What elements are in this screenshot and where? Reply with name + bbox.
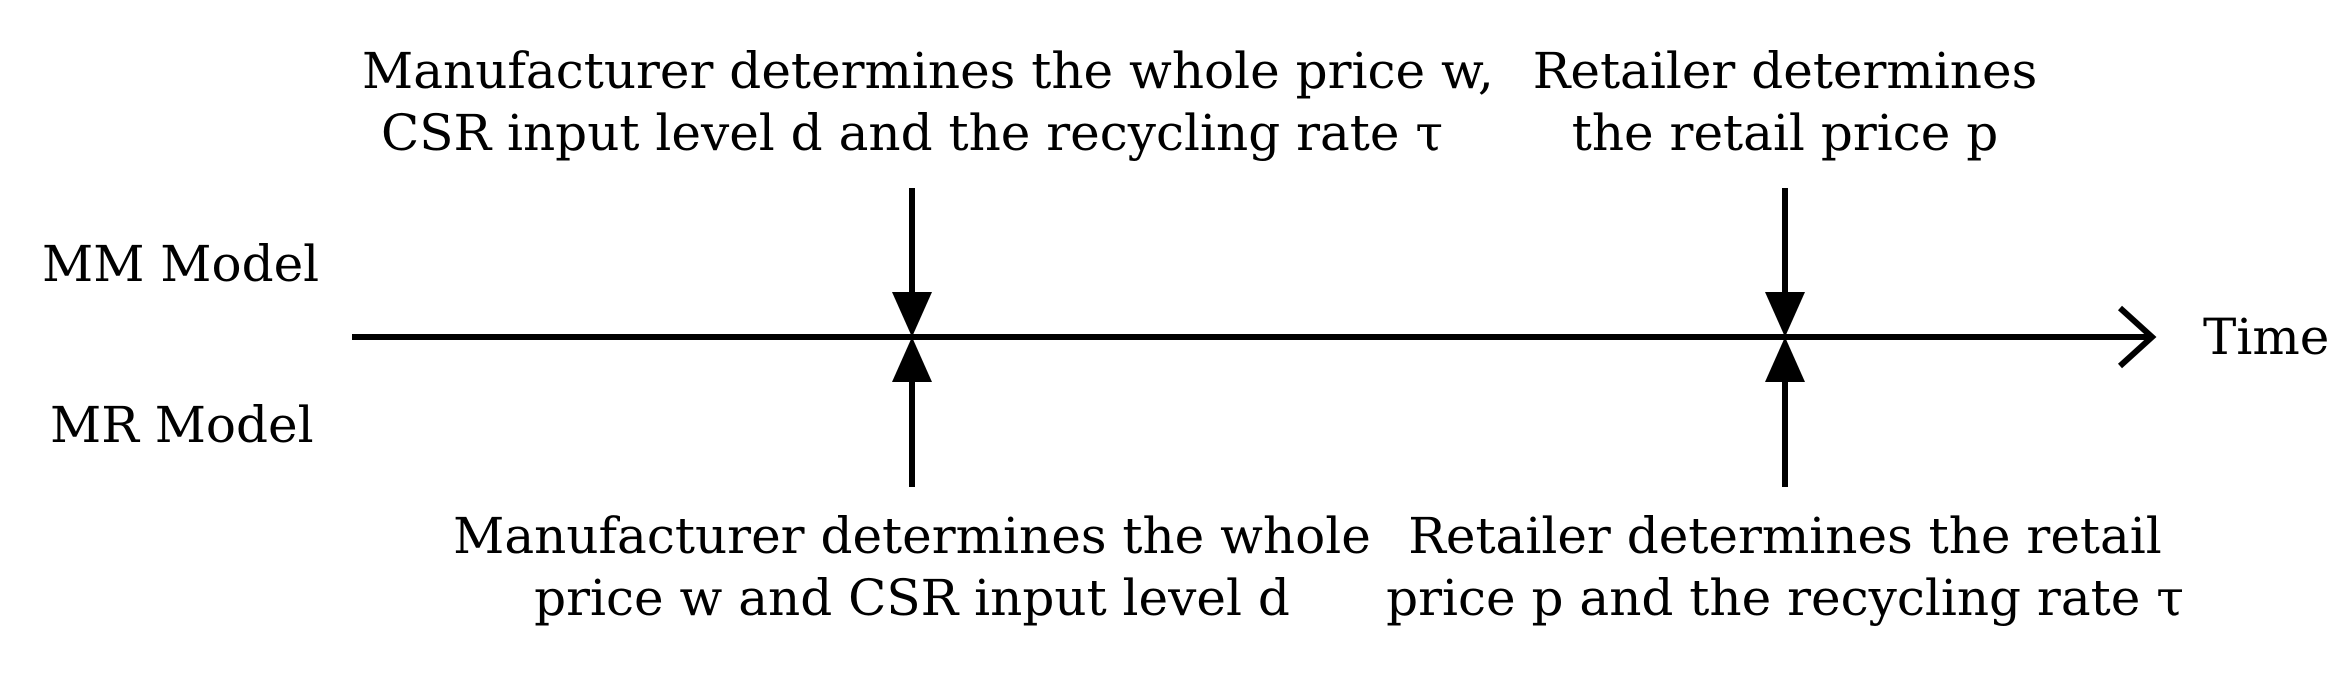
mr-model-label: MR Model bbox=[50, 396, 314, 454]
mr-retailer-event: Retailer determines the retail price p a… bbox=[1375, 505, 2195, 629]
mm-retailer-arrowhead bbox=[1765, 292, 1805, 337]
mm-manufacturer-event: Manufacturer determines the whole price … bbox=[362, 40, 1494, 164]
mm-retailer-event: Retailer determines the retail price p bbox=[1400, 40, 2170, 164]
mr-manufacturer-event-line1: Manufacturer determines the whole bbox=[453, 507, 1371, 565]
mm-retailer-event-line2: the retail price p bbox=[1571, 104, 1999, 162]
mr-manufacturer-event: Manufacturer determines the whole price … bbox=[412, 505, 1412, 629]
mr-retailer-arrowhead bbox=[1765, 337, 1805, 382]
mm-retailer-event-line1: Retailer determines bbox=[1532, 42, 2038, 100]
time-axis-arrowhead bbox=[2117, 305, 2157, 369]
mr-retailer-event-line2: price p and the recycling rate τ bbox=[1386, 569, 2184, 627]
time-axis-label: Time bbox=[2203, 308, 2330, 366]
mm-manufacturer-arrowhead bbox=[892, 292, 932, 337]
mr-manufacturer-event-line2: price w and CSR input level d bbox=[534, 569, 1290, 627]
mm-manufacturer-event-line1: Manufacturer determines the whole price … bbox=[362, 42, 1494, 100]
mm-manufacturer-event-line2: CSR input level d and the recycling rate… bbox=[380, 104, 1444, 162]
mr-manufacturer-arrowhead bbox=[892, 337, 932, 382]
mm-model-label: MM Model bbox=[42, 235, 320, 293]
mr-retailer-event-line1: Retailer determines the retail bbox=[1408, 507, 2162, 565]
